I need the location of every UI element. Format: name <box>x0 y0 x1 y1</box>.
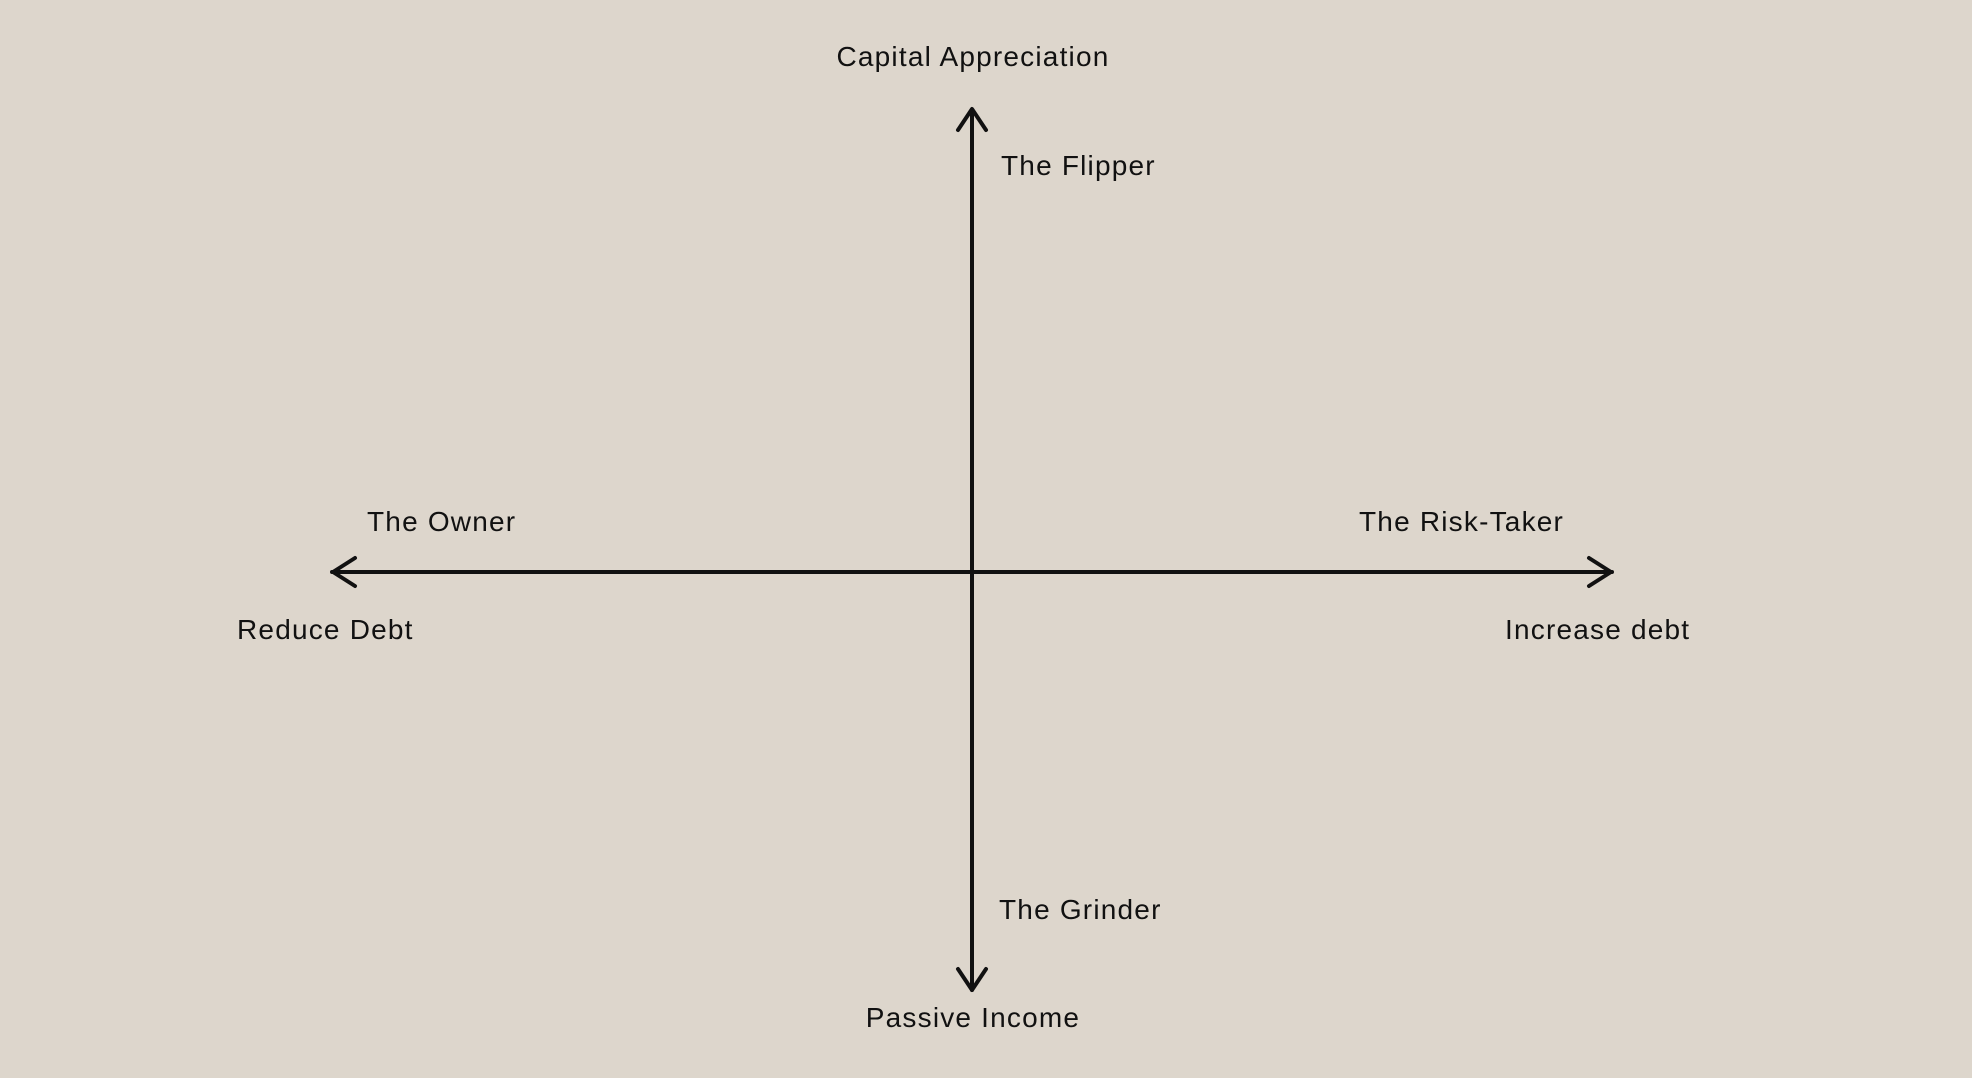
quadrant-label-flipper: The Flipper <box>1001 150 1156 181</box>
axis-label-right: Increase debt <box>1505 614 1691 645</box>
quadrant-label-risk-taker: The Risk-Taker <box>1359 506 1565 537</box>
axis-label-bottom: Passive Income <box>865 1002 1081 1033</box>
left-arrow-head <box>331 556 357 588</box>
right-arrow-head <box>1587 556 1613 588</box>
down-arrow-head <box>956 967 988 992</box>
quadrant-label-owner: The Owner <box>367 506 517 537</box>
quadrant-label-grinder: The Grinder <box>999 894 1162 925</box>
axis-label-top: Capital Appreciation <box>836 41 1110 72</box>
axis-label-left: Reduce Debt <box>237 614 414 645</box>
up-arrow-head <box>956 107 988 132</box>
